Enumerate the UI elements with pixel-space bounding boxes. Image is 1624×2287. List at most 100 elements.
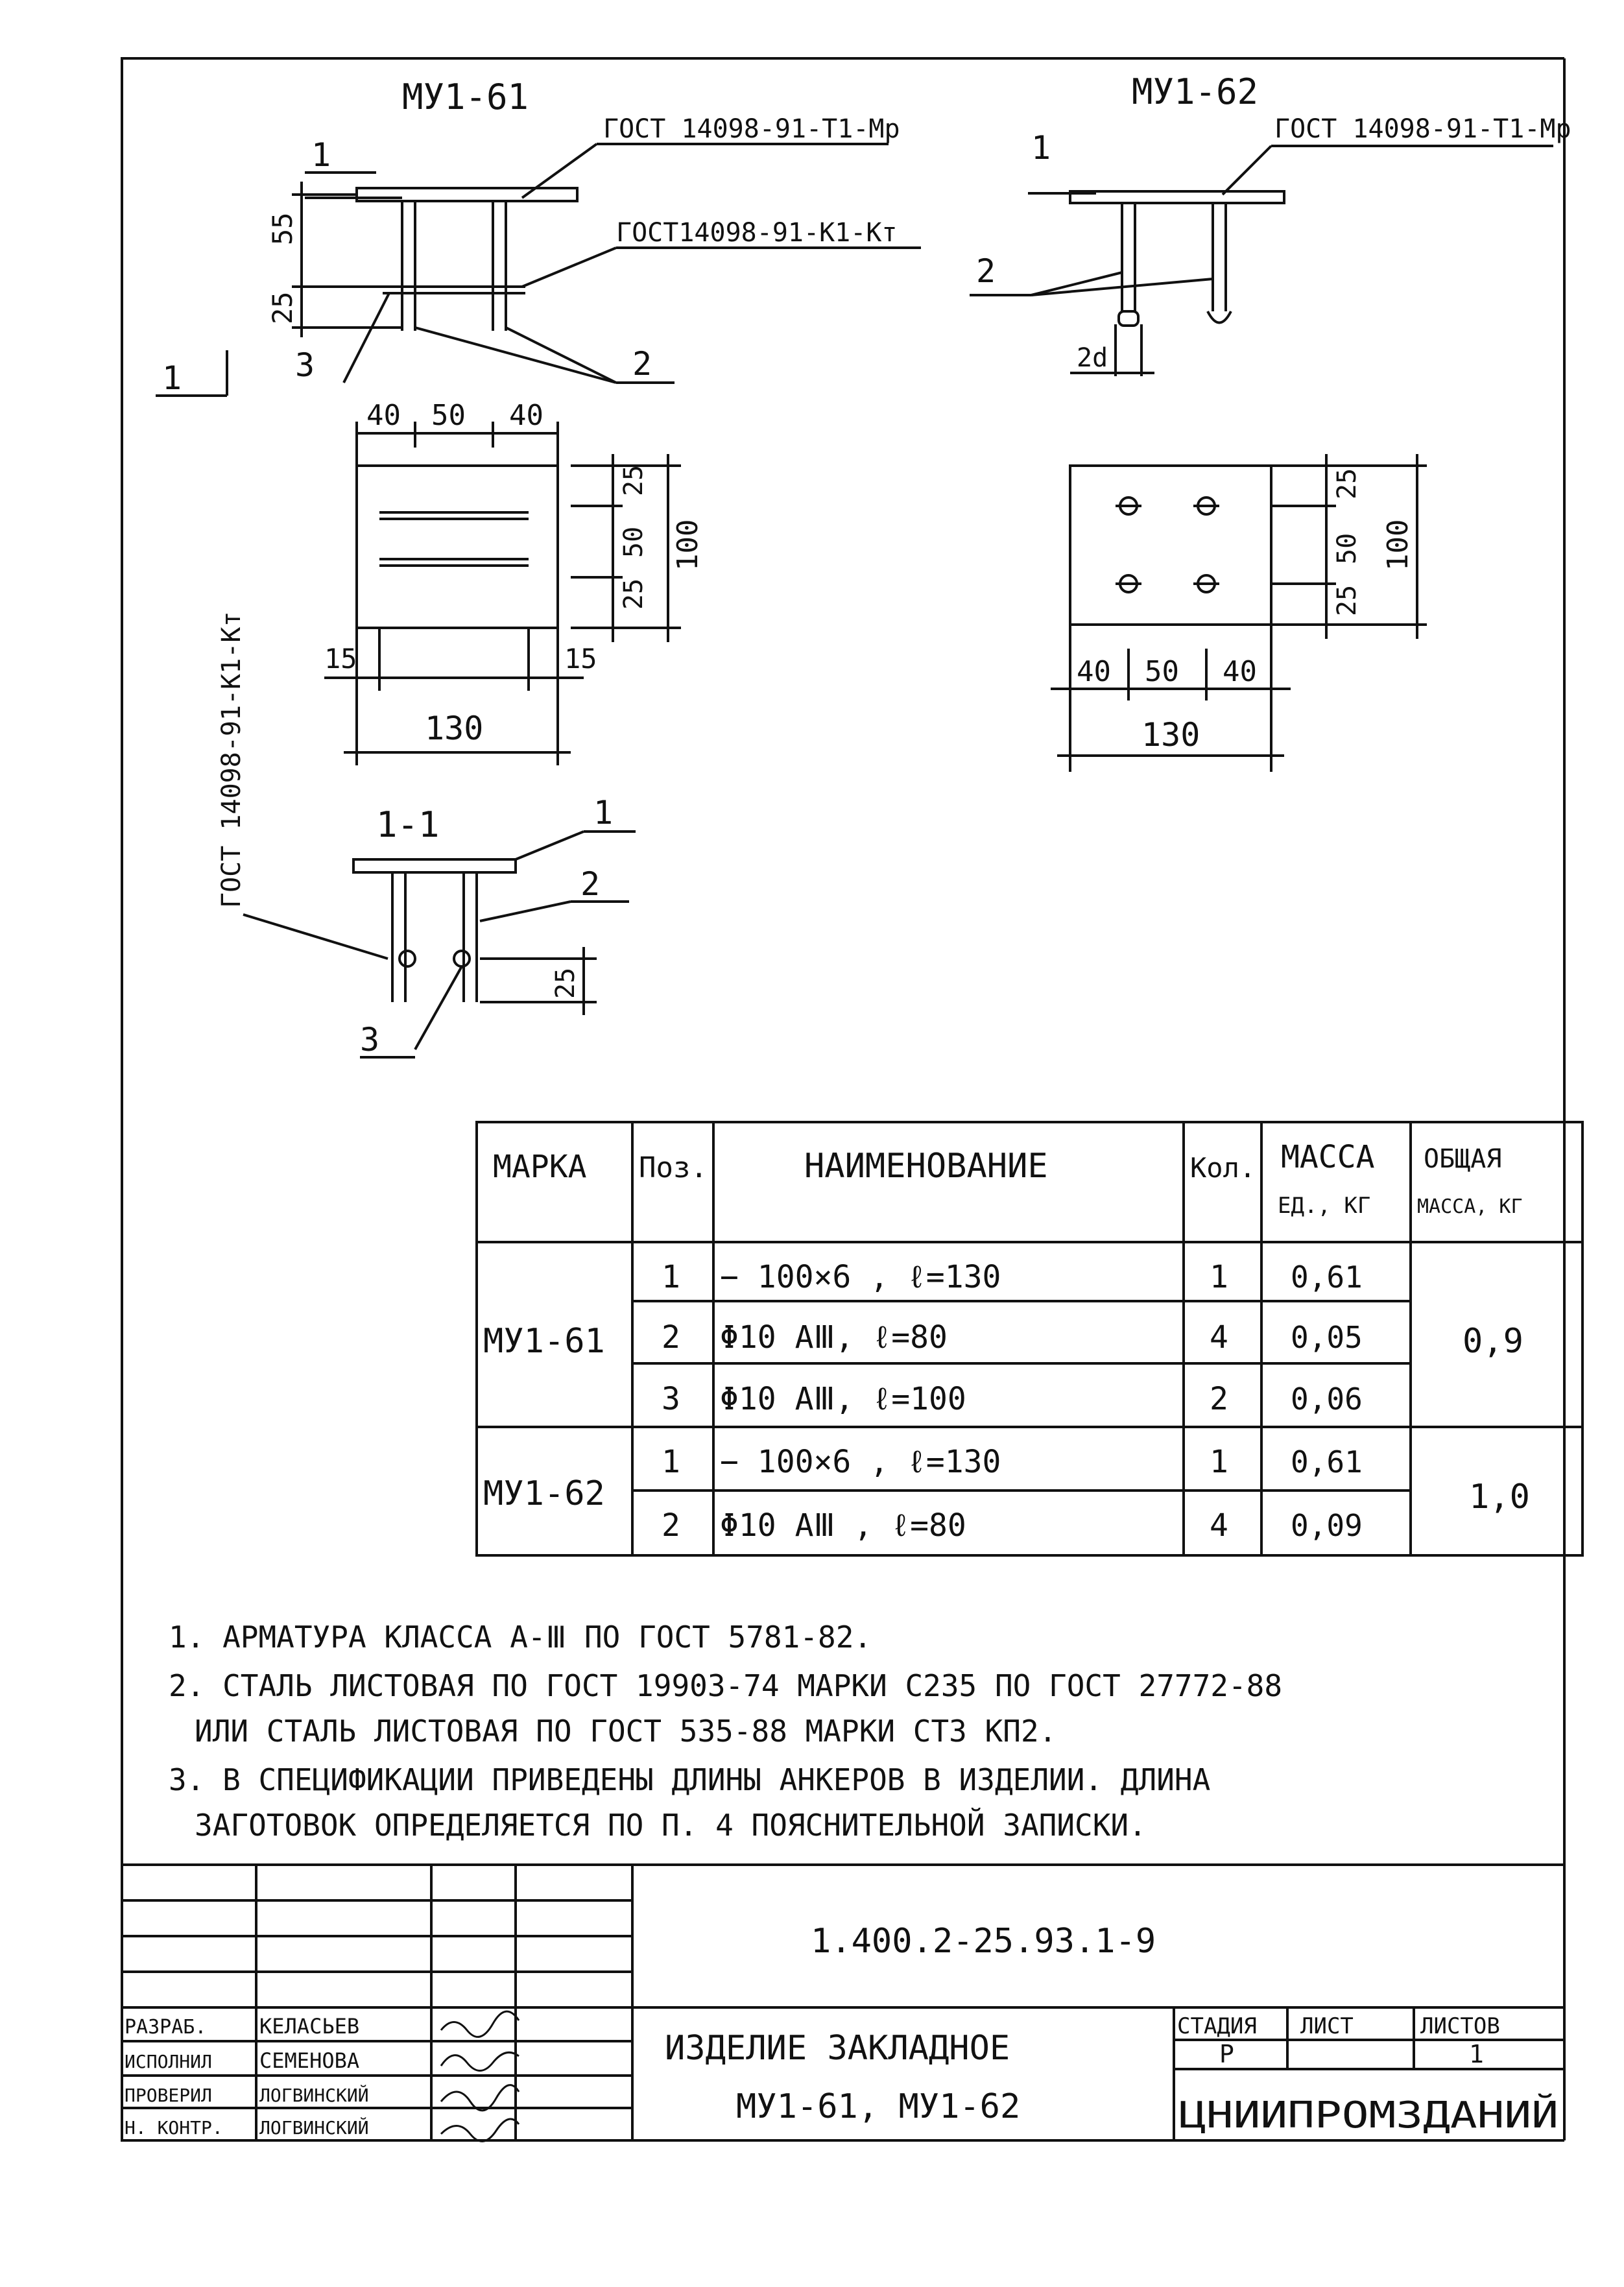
spec-header-mass-unit-1: МАССА [1281, 1139, 1375, 1175]
section-title: 1-1 [376, 804, 440, 845]
my161-plan-dim-25-top: 25 [619, 465, 649, 496]
my162-plan-dim-50-v: 50 [1332, 533, 1362, 564]
my161-plan-view [324, 422, 681, 765]
my162-dim-2d: 2d [1077, 343, 1108, 373]
spec-header-mass-total-2: МАССА, КГ [1417, 1195, 1523, 1218]
my162-plan-dim-40-left: 40 [1077, 655, 1111, 688]
signer-name: КЕЛАСЬЕВ [259, 2014, 359, 2039]
my161-dim-25: 25 [267, 291, 298, 324]
my161-plan-dim-50: 50 [431, 399, 466, 432]
my161-dim-55: 55 [267, 212, 298, 245]
my161-pos2-label: 2 [632, 345, 652, 383]
my162-pos1-label: 1 [1031, 129, 1051, 167]
my161-plan-dim-130: 130 [425, 710, 483, 747]
spec-header-pos: Поз. [639, 1151, 708, 1184]
section-1-1-view [243, 830, 636, 1059]
my162-plan-dim-40-right: 40 [1223, 655, 1257, 688]
spec-group-mark: МУ1-62 [483, 1474, 605, 1513]
section-dim-25: 25 [551, 968, 580, 999]
my162-plan-dim-50: 50 [1145, 655, 1179, 688]
sheet-frame [121, 57, 1566, 2142]
spec-row-name: Φ10 АⅢ, ℓ=100 [720, 1381, 966, 1417]
signer-name: ЛОГВИНСКИЙ [259, 2116, 369, 2138]
signer-role: ПРОВЕРИЛ [125, 2085, 212, 2106]
my162-plan-dim-100: 100 [1381, 520, 1415, 571]
sheet-label: ЛИСТ [1300, 2013, 1354, 2039]
section-pos3-label: 3 [360, 1021, 379, 1059]
signer-role: ИСПОЛНИЛ [125, 2051, 212, 2072]
spec-row-qty: 4 [1210, 1319, 1228, 1356]
title-line-1: ИЗДЕЛИЕ ЗАКЛАДНОЕ [665, 2029, 1010, 2068]
signer-name: СЕМЕНОВА [259, 2048, 359, 2073]
note-line: 2. СТАЛЬ ЛИСТОВАЯ ПО ГОСТ 19903-74 МАРКИ… [169, 1668, 1282, 1703]
spec-row-pos: 1 [662, 1444, 680, 1480]
stage-value: Р [1219, 2040, 1234, 2068]
my162-plan-dim-130: 130 [1141, 716, 1200, 754]
my162-weld-t1-label: ГОСТ 14098-91-Т1-Мр [1274, 114, 1571, 144]
spec-row-qty: 2 [1210, 1381, 1228, 1417]
signature-marks [440, 2010, 520, 2142]
my161-pos1-label: 1 [311, 136, 331, 174]
spec-header-name: НАИМЕНОВАНИЕ [804, 1147, 1048, 1186]
signer-name: ЛОГВИНСКИЙ [259, 2084, 369, 2106]
my161-plan-dim-40-left: 40 [366, 399, 401, 432]
title-block-grid [121, 1863, 1564, 2140]
note-line: ИЛИ СТАЛЬ ЛИСТОВАЯ ПО ГОСТ 535-88 МАРКИ … [195, 1714, 1057, 1749]
spec-header-mass-unit-2: ЕД., КГ [1278, 1193, 1370, 1219]
my161-plan-dim-40-right: 40 [509, 399, 543, 432]
signer-role: Н. КОНТР. [125, 2117, 223, 2138]
title-line-2: МУ1-61, МУ1-62 [736, 2087, 1020, 2126]
spec-row-name: Φ10 АⅢ, ℓ=80 [720, 1319, 948, 1356]
my161-plan-dim-15-right: 15 [564, 643, 597, 675]
note-line: ЗАГОТОВОК ОПРЕДЕЛЯЕТСЯ ПО П. 4 ПОЯСНИТЕЛ… [195, 1808, 1147, 1843]
spec-row-pos: 3 [662, 1381, 680, 1417]
section-pos2-label: 2 [580, 865, 600, 903]
spec-header-qty: Кол. [1190, 1152, 1256, 1184]
note-line: 3. В СПЕЦИФИКАЦИИ ПРИВЕДЕНЫ ДЛИНЫ АНКЕРО… [169, 1762, 1210, 1797]
my161-side-view [156, 143, 921, 397]
signer-role: РАЗРАБ. [125, 2016, 206, 2039]
spec-row-name: Φ10 АⅢ , ℓ=80 [720, 1507, 966, 1544]
my161-weld-t1-label: ГОСТ 14098-91-Т1-Мр [603, 114, 900, 144]
spec-group-total: 1,0 [1469, 1478, 1530, 1516]
spec-row-mass: 0,61 [1291, 1444, 1363, 1479]
my162-side-view [970, 145, 1553, 376]
spec-row-pos: 1 [662, 1259, 680, 1295]
my161-weld-k1-label: ГОСТ14098-91-К1-Кт [616, 218, 897, 248]
stage-label: СТАДИЯ [1177, 2013, 1257, 2039]
my161-title: МУ1-61 [402, 77, 529, 117]
spec-row-mass: 0,09 [1291, 1508, 1363, 1543]
my162-title: МУ1-62 [1132, 71, 1258, 112]
spec-row-qty: 4 [1210, 1507, 1228, 1544]
spec-group-mark: МУ1-61 [483, 1322, 605, 1361]
my162-plan-dim-25-bottom: 25 [1332, 585, 1362, 616]
my161-plan-dim-50-v: 50 [619, 527, 649, 558]
sheets-value: 1 [1469, 2040, 1484, 2068]
section-mark: 1 [162, 359, 182, 397]
doc-code: 1.400.2-25.93.1-9 [811, 1922, 1156, 1961]
my162-plan-dim-25-top: 25 [1332, 468, 1362, 499]
weld-k1-vertical-label: ГОСТ 14098-91-К1-Кт [217, 611, 246, 908]
spec-group-total: 0,9 [1463, 1322, 1523, 1361]
spec-row-mass: 0,61 [1291, 1260, 1363, 1295]
spec-row-name: − 100×6 , ℓ=130 [720, 1259, 1001, 1295]
spec-row-qty: 1 [1210, 1259, 1228, 1295]
organization-name: ЦНИИПРОМЗДАНИЙ [1179, 2094, 1558, 2137]
spec-row-qty: 1 [1210, 1444, 1228, 1480]
spec-table-grid [475, 1121, 1584, 1557]
section-pos1-label: 1 [593, 794, 613, 832]
spec-header-mass-total-1: ОБЩАЯ [1424, 1144, 1501, 1174]
sheets-label: ЛИСТОВ [1420, 2013, 1500, 2039]
my162-plan-view [1051, 454, 1427, 772]
my161-plan-dim-25-bottom: 25 [619, 579, 649, 610]
my162-pos2-label: 2 [976, 252, 996, 290]
spec-header-mark: МАРКА [493, 1149, 587, 1185]
spec-row-mass: 0,06 [1291, 1382, 1363, 1417]
my161-pos3-label: 3 [295, 346, 315, 384]
note-line: 1. АРМАТУРА КЛАССА А-Ⅲ ПО ГОСТ 5781-82. [169, 1620, 872, 1655]
spec-row-name: − 100×6 , ℓ=130 [720, 1444, 1001, 1480]
spec-row-pos: 2 [662, 1507, 680, 1544]
spec-row-pos: 2 [662, 1319, 680, 1356]
my161-plan-dim-15-left: 15 [324, 643, 357, 675]
